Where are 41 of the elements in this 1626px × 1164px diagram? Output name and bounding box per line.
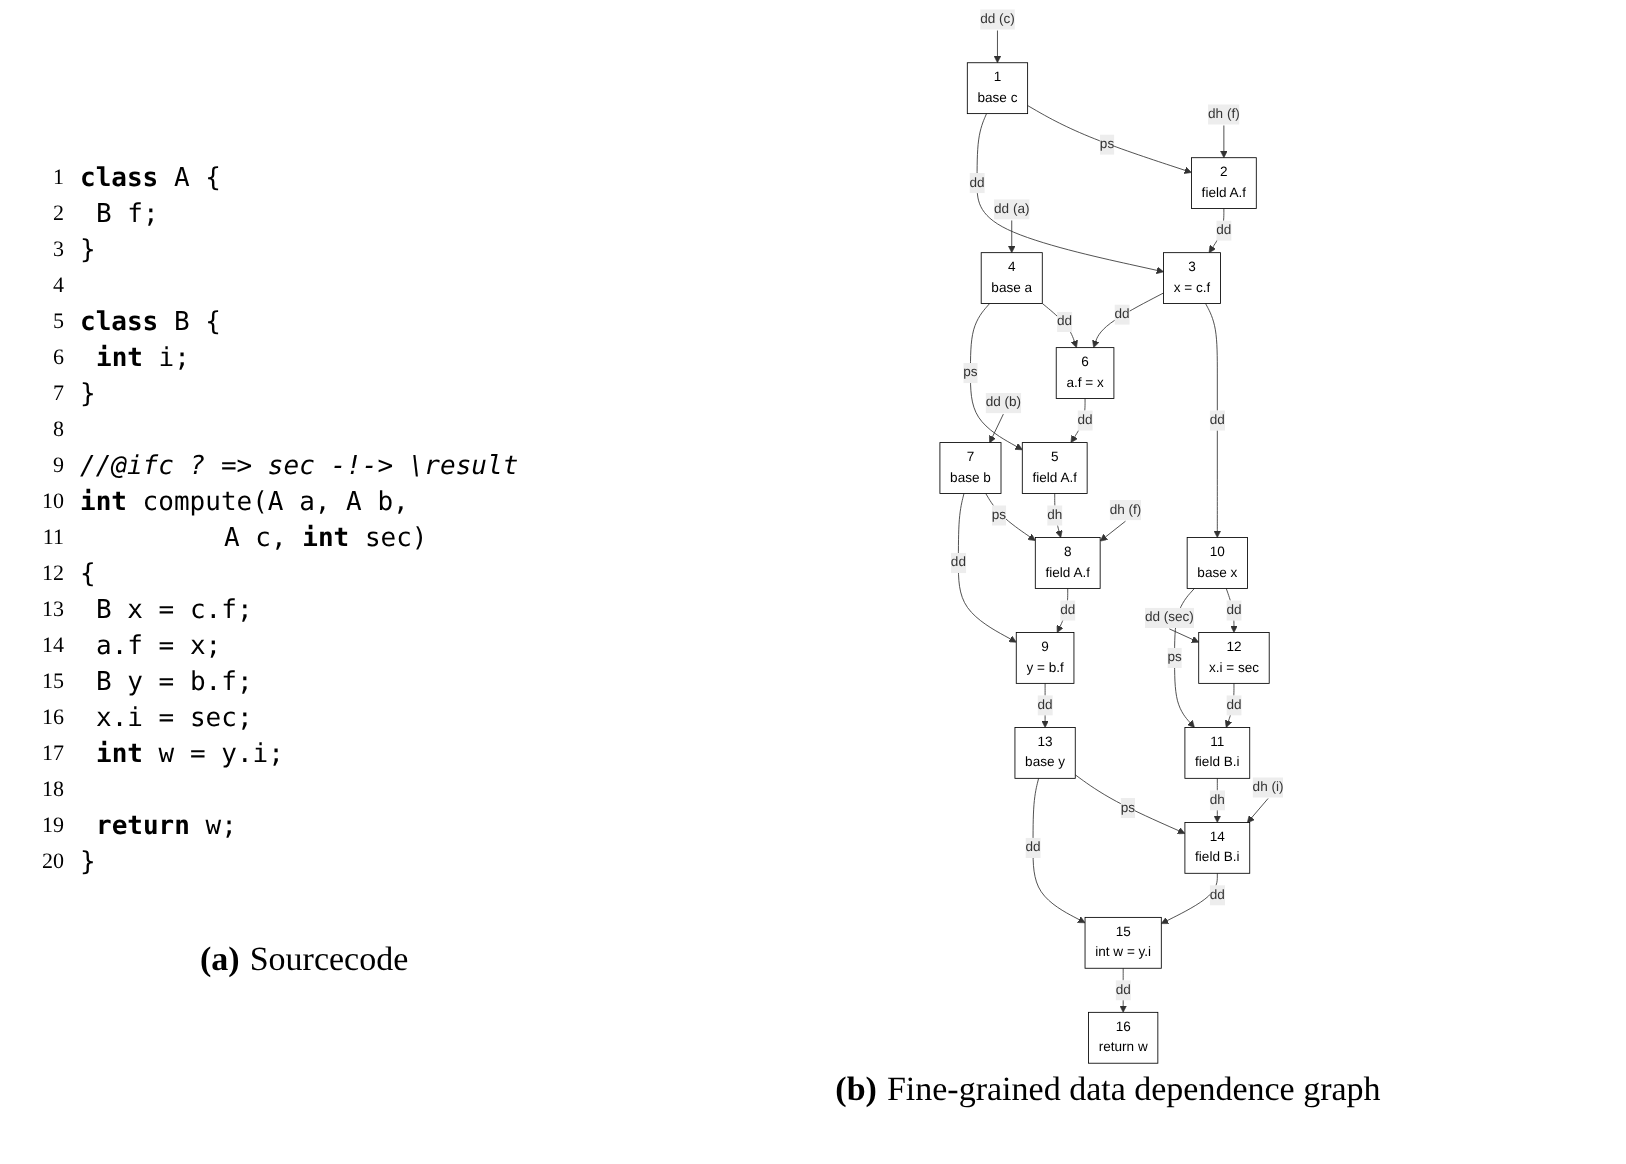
line-number: 7 <box>51 382 64 406</box>
line-number: 14 <box>40 634 64 658</box>
caption: Fine-grained data dependence graph <box>886 1070 1381 1108</box>
line-number: 5 <box>51 310 64 334</box>
line-number: 11 <box>40 526 64 550</box>
line-number: 13 <box>40 598 64 622</box>
code-line: B y = b.f; <box>94 667 253 697</box>
line-number: 6 <box>51 346 64 370</box>
caption: Sourcecode <box>249 940 409 978</box>
line-number: 2 <box>51 202 64 226</box>
code-line: int i; <box>94 343 190 373</box>
code-line: return w; <box>94 811 237 841</box>
caption-label: (b) <box>835 1070 877 1108</box>
code-line: x.i = sec; <box>94 703 253 733</box>
line-number: 19 <box>40 814 64 838</box>
code-line: } <box>80 847 96 877</box>
code-line: B f; <box>94 199 159 229</box>
line-number: 10 <box>40 490 64 514</box>
code-line: a.f = x; <box>94 631 222 661</box>
code-line: { <box>80 559 96 589</box>
code-line: int compute(A a, A b, <box>80 487 409 517</box>
line-number: 4 <box>51 274 64 298</box>
code-line: class B { <box>80 307 221 337</box>
code-line: class A { <box>80 163 221 193</box>
line-number: 16 <box>40 706 64 730</box>
line-number: 12 <box>40 562 64 586</box>
line-number: 20 <box>40 850 64 874</box>
code-line: int w = y.i; <box>94 739 284 769</box>
caption-label: (a) <box>200 940 240 978</box>
line-number: 17 <box>40 742 64 766</box>
line-number: 1 <box>51 166 64 190</box>
line-number: 3 <box>51 238 64 262</box>
line-number: 9 <box>51 454 64 478</box>
code-line: A c, int sec) <box>222 523 428 553</box>
line-number: 8 <box>51 418 64 442</box>
code-line: } <box>80 379 96 409</box>
code-line: } <box>80 235 96 265</box>
code-line: B x = c.f; <box>94 595 253 625</box>
line-number: 18 <box>40 778 64 802</box>
code-line: //@ifc ? => sec -!-> \result <box>80 451 519 481</box>
line-number: 15 <box>40 670 64 694</box>
